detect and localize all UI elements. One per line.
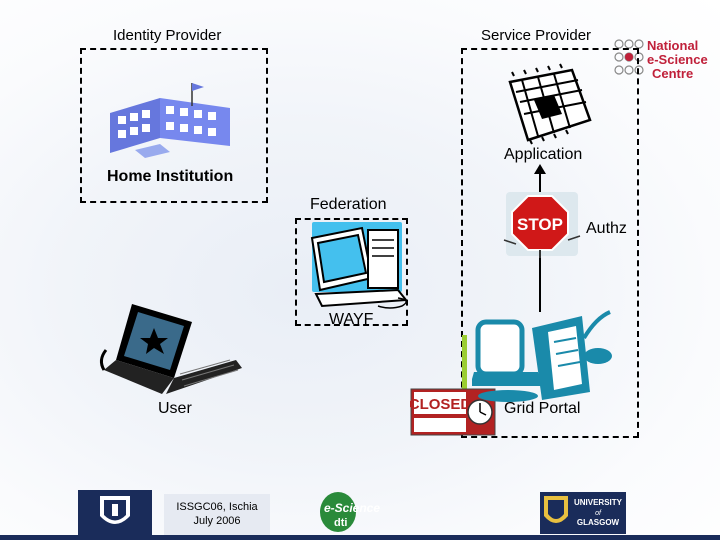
footer-event: ISSGC06, Ischia July 2006 (164, 494, 270, 536)
footer-line (0, 535, 720, 540)
wayf-box (295, 218, 408, 326)
service-provider-label: Service Provider (481, 27, 592, 44)
grid-portal-label: Grid Portal (504, 400, 581, 417)
nesc-logo-line2: e-Science (647, 52, 708, 67)
authz-label: Authz (586, 220, 627, 237)
stop-sign-icon: STOP (503, 192, 581, 258)
closed-sign-icon: CLOSED (410, 388, 496, 436)
footer-event-line2: July 2006 (193, 515, 241, 527)
green-bar (462, 335, 467, 390)
building-icon (110, 83, 230, 158)
edinburgh-crest-logo (78, 490, 152, 536)
chip-icon (508, 63, 592, 145)
nesc-logo: National e-Science Centre (614, 38, 708, 81)
user-laptop-icon (99, 304, 242, 394)
service-provider-box (461, 48, 639, 438)
computer-icon (310, 222, 408, 309)
federation-label: Federation (310, 196, 387, 213)
portal-to-authz-line (539, 258, 541, 312)
footer: ISSGC06, Ischia July 2006 e-Science dti … (0, 486, 720, 540)
glasgow-university-logo: UNIVERSITY of GLASGOW (540, 492, 626, 534)
escience-logo-sub: dti (334, 517, 347, 529)
glasgow-logo-line1: UNIVERSITY (574, 498, 623, 507)
closed-sign-text: CLOSED (410, 396, 471, 413)
nesc-logo-line3: Centre (652, 66, 693, 81)
wayf-label: WAYF (329, 311, 374, 328)
user-label: User (158, 400, 192, 417)
footer-event-line1: ISSGC06, Ischia (176, 501, 258, 513)
escience-logo-text: e-Science (324, 501, 380, 515)
glasgow-logo-line2: of (595, 510, 602, 517)
identity-provider-label: Identity Provider (113, 27, 222, 44)
home-institution-label: Home Institution (107, 168, 234, 185)
application-label: Application (504, 146, 583, 163)
nesc-logo-line1: National (647, 38, 698, 53)
glasgow-logo-line3: GLASGOW (577, 518, 620, 527)
stop-sign-text: STOP (517, 215, 563, 234)
authz-to-application-arrow (534, 164, 546, 194)
grid-portal-icon (472, 310, 612, 402)
escience-dti-logo: e-Science dti (320, 492, 380, 532)
identity-provider-box (80, 48, 268, 203)
